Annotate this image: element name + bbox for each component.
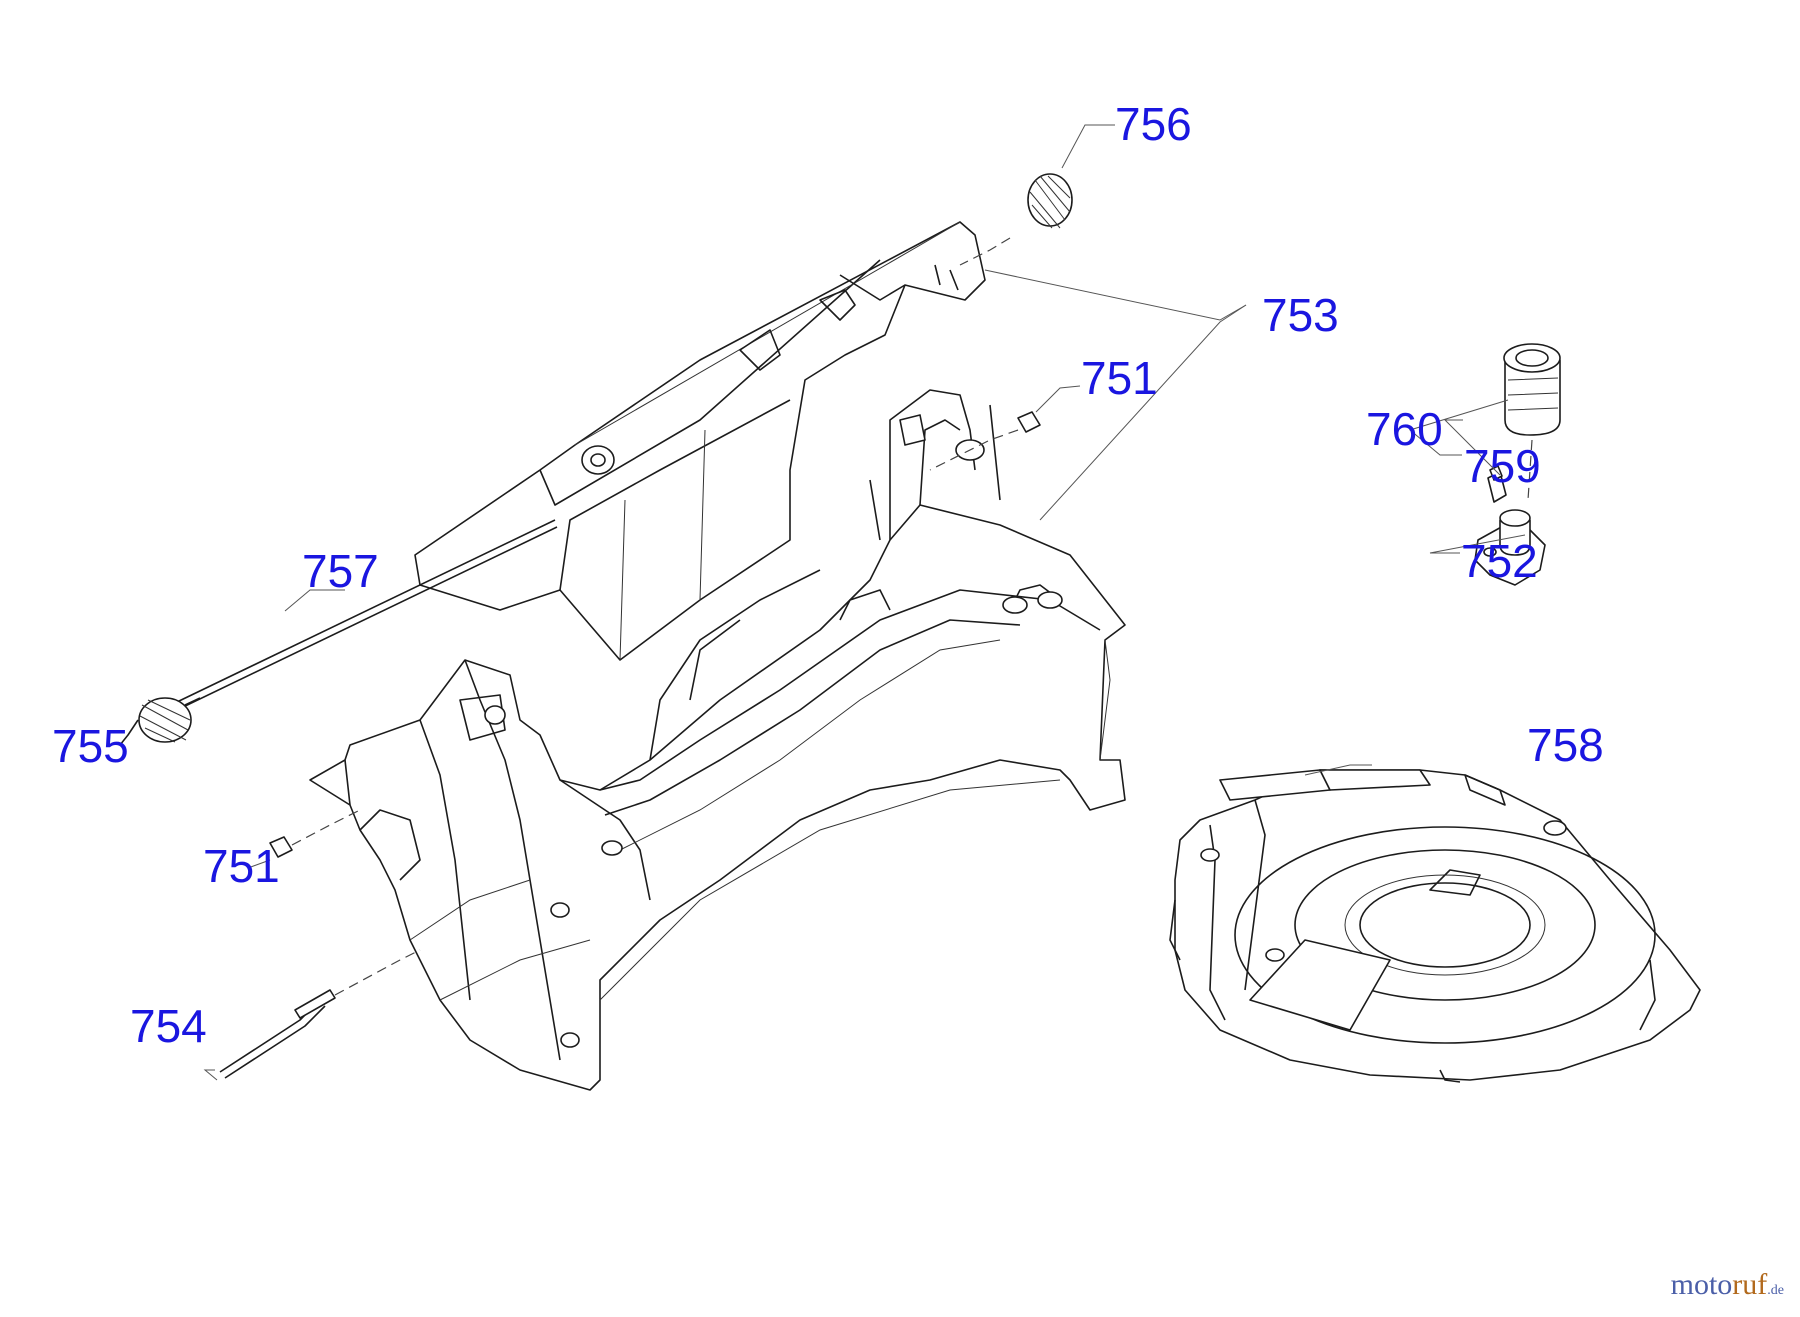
part-758-mower-deck (1169, 769, 1701, 1083)
callout-759: 759 (1464, 440, 1541, 492)
part-754-pin (219, 949, 421, 1079)
part-deck-frame (309, 389, 1126, 1091)
part-757-rod (149, 519, 558, 723)
watermark-logo: motoruf.de (1670, 1268, 1784, 1301)
callout-751-upper: 751 (1081, 352, 1158, 404)
part-759-knob (1503, 343, 1561, 501)
part-752-adjuster-base (1474, 509, 1546, 586)
callout-751-lower: 751 (203, 840, 280, 892)
callout-758: 758 (1527, 719, 1604, 771)
part-753-deflector-flap (414, 221, 986, 661)
callout-752: 752 (1461, 535, 1538, 587)
part-756-spring (959, 173, 1073, 266)
callout-754: 754 (130, 1000, 207, 1052)
part-760-nipple (1487, 465, 1507, 503)
part-751-nut-upper (929, 411, 1041, 471)
callout-755: 755 (52, 720, 129, 772)
callout-757: 757 (302, 545, 379, 597)
part-751-nut-lower (269, 809, 361, 858)
callout-756: 756 (1115, 98, 1192, 150)
part-755-spring (119, 697, 201, 746)
callout-753: 753 (1262, 289, 1339, 341)
leader-lines (203, 124, 1526, 1081)
callout-760: 760 (1366, 403, 1443, 455)
